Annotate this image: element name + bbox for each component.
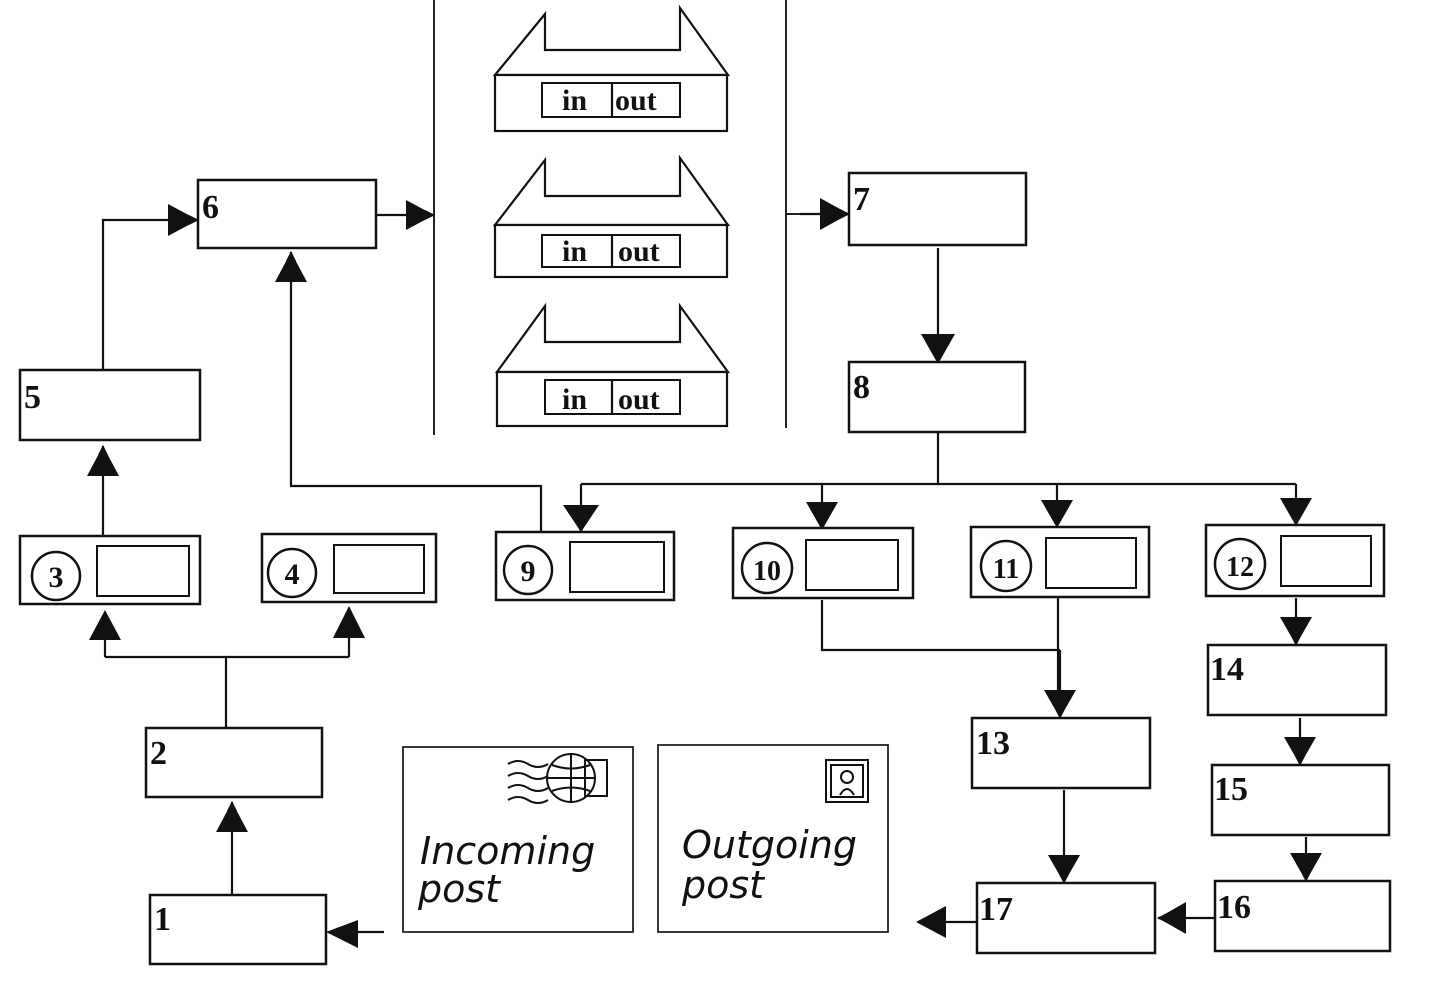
box-1-label: 1 [154, 901, 171, 938]
box-8: 8 [847, 360, 1027, 434]
box-4: 4 [260, 532, 438, 604]
box-10-label: 10 [753, 556, 781, 587]
box-15: 15 [1210, 763, 1391, 837]
tray-2-in-label: in [562, 235, 587, 268]
box-10: 10 [731, 526, 915, 600]
box-12: 12 [1204, 523, 1386, 598]
box-3: 3 [18, 534, 202, 606]
line-5-up [101, 218, 150, 370]
stamp-icon [825, 759, 869, 803]
tray-3-out-label: out [618, 383, 660, 416]
box-17-label: 17 [979, 891, 1013, 928]
box-2-label: 2 [150, 735, 167, 772]
line-9-to-6 [289, 300, 543, 532]
tray-1-in-label: in [562, 84, 587, 117]
box-3-label: 3 [49, 561, 64, 594]
box-2: 2 [144, 726, 324, 799]
box-13-label: 13 [976, 725, 1010, 762]
box-14: 14 [1206, 643, 1388, 717]
box-13: 13 [970, 716, 1152, 790]
tray-2-out-label: out [618, 235, 660, 268]
postmark-icon [507, 753, 608, 804]
outgoing-post-line2: post [681, 863, 766, 907]
box-16-label: 16 [1217, 889, 1251, 926]
box-12-label: 12 [1226, 552, 1254, 583]
tray-1-out-label: out [615, 84, 657, 117]
bold-arrowheads [87, 198, 1322, 948]
box-14-label: 14 [1210, 651, 1244, 688]
box-16: 16 [1213, 879, 1392, 953]
box-11: 11 [969, 525, 1151, 599]
outgoing-post-envelope: Outgoing post [657, 744, 889, 933]
box-17: 17 [975, 881, 1157, 955]
line-2-branch [105, 655, 228, 728]
box-7: 7 [847, 171, 1028, 247]
tray-3: in out [494, 302, 731, 428]
tray-1: in out [492, 4, 731, 133]
box-5: 5 [18, 368, 202, 442]
tray-3-in-label: in [562, 383, 587, 416]
incoming-post-line1: Incoming [420, 829, 595, 873]
box-15-label: 15 [1214, 771, 1248, 808]
box-6-label: 6 [202, 189, 219, 226]
incoming-post-line2: post [417, 867, 502, 911]
box-11-label: 11 [993, 554, 1019, 585]
box-4-label: 4 [285, 558, 300, 591]
tray-2: in out [492, 154, 731, 279]
box-8-label: 8 [853, 369, 870, 406]
outgoing-post-line1: Outgoing [682, 823, 857, 867]
box-5-label: 5 [24, 379, 41, 416]
line-10-to-13 [820, 600, 1060, 652]
box-6: 6 [196, 178, 378, 250]
box-9-label: 9 [521, 555, 536, 588]
incoming-post-envelope: Incoming post [402, 746, 634, 933]
box-1: 1 [148, 893, 328, 966]
box-7-label: 7 [853, 181, 870, 218]
box-9: 9 [494, 530, 676, 602]
